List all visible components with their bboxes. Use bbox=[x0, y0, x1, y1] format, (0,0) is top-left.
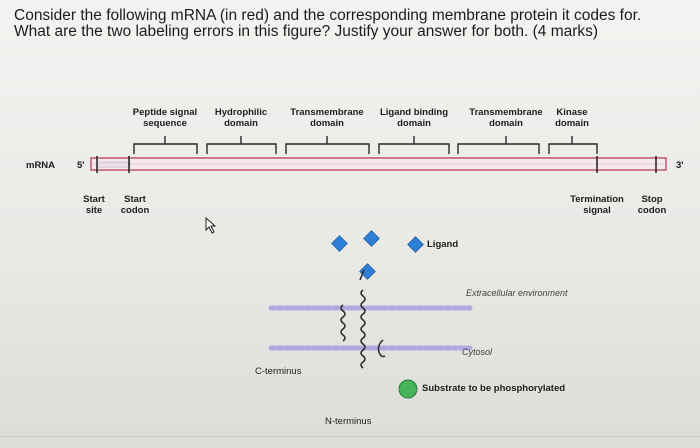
c-terminus-label: C-terminus bbox=[255, 366, 302, 377]
substrate-label: Substrate to be phosphorylated bbox=[422, 383, 566, 394]
helix-1 bbox=[340, 304, 346, 342]
substrate-circle bbox=[398, 379, 418, 399]
five-prime-label: 5' bbox=[77, 160, 85, 171]
ligand-legend-diamond bbox=[407, 236, 424, 253]
cursor-icon bbox=[205, 216, 217, 234]
bracket-transmembrane-2 bbox=[457, 143, 540, 154]
bracket-ligand-binding bbox=[378, 143, 450, 154]
bracket-peptide-signal bbox=[133, 143, 198, 154]
bracket-hydrophilic bbox=[206, 143, 277, 154]
cytosol-label: Cytosol bbox=[462, 347, 493, 357]
n-terminus-label: N-terminus bbox=[325, 416, 372, 427]
question-text: Consider the following mRNA (in red) and… bbox=[14, 7, 642, 40]
bracket-kinase bbox=[548, 143, 598, 154]
membrane-bilayer bbox=[268, 305, 473, 351]
ligand-bound bbox=[359, 263, 376, 280]
ligand-molecules bbox=[331, 230, 424, 280]
helix-2 bbox=[360, 289, 366, 369]
helix-connector bbox=[359, 269, 365, 281]
mrna-label: mRNA bbox=[26, 160, 56, 171]
extracellular-label: Extracellular environment bbox=[466, 288, 568, 298]
ligand-2 bbox=[363, 230, 380, 247]
transmembrane-helices bbox=[340, 269, 386, 369]
helix-3 bbox=[377, 339, 386, 358]
bracket-transmembrane-1 bbox=[285, 143, 370, 154]
three-prime-label: 3' bbox=[676, 160, 684, 171]
domain-brackets bbox=[133, 136, 598, 154]
mrna-strand bbox=[90, 156, 667, 173]
ligand-label: Ligand bbox=[427, 239, 459, 250]
ligand-1 bbox=[331, 235, 348, 252]
page-divider bbox=[0, 436, 700, 437]
